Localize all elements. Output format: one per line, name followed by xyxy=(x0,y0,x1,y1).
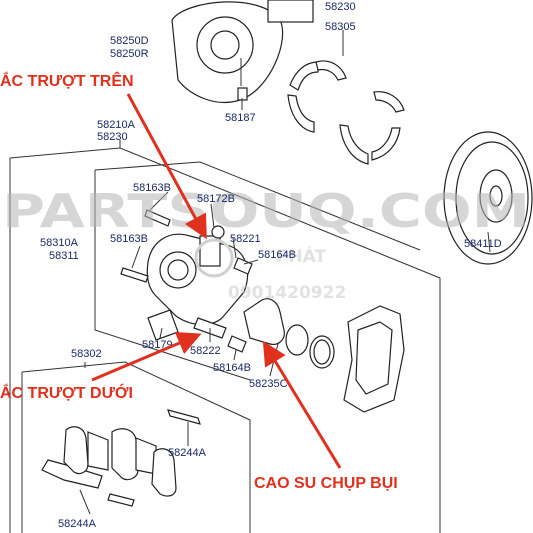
part-number-58250r: 58250R xyxy=(110,48,149,60)
brake-pads xyxy=(41,409,201,507)
part-number-58230: 58230 xyxy=(97,131,128,143)
part-number-58187: 58187 xyxy=(225,112,256,124)
part-number-58163b-top: 58163B xyxy=(133,182,171,194)
part-number-58244a-right: 58244A xyxy=(168,447,207,459)
part-number-58244a-left: 58244A xyxy=(58,518,97,530)
part-number-labels: 58230 58250D 58250R 58305 58187 58210A 5… xyxy=(40,1,502,530)
arrow-dust-boot xyxy=(262,340,342,469)
caliper-assembly-outline xyxy=(9,147,441,533)
part-number-58164b-top: 58164B xyxy=(258,249,296,261)
caliper-body xyxy=(146,225,249,326)
part-number-58302: 58302 xyxy=(71,348,102,360)
annotation-dust-boot: CAO SU CHỤP BỤI xyxy=(254,475,398,492)
part-number-58235c: 58235C xyxy=(249,378,288,390)
annotation-upper-guide-pin: ẮC TRƯỢT TRÊN xyxy=(0,71,134,90)
caliper-bracket xyxy=(343,305,405,413)
watermark-shop-phone: 0901420922 xyxy=(228,283,346,303)
part-number-58172b: 58172B xyxy=(197,193,235,205)
part-number-58230-top: 58230 xyxy=(325,1,356,13)
part-number-58310a: 58310A xyxy=(40,237,79,249)
part-number-58221: 58221 xyxy=(230,233,261,245)
watermark: PARTSOUQ.COM PHÁT 0901420922 xyxy=(2,184,530,303)
parking-brake-shoes xyxy=(287,60,405,165)
part-number-58164b-bot: 58164B xyxy=(213,362,251,374)
arrow-lower-guide-pin xyxy=(91,331,202,382)
watermark-brand: PARTSOUQ.COM xyxy=(2,184,530,238)
arrow-upper-guide-pin xyxy=(126,93,207,240)
part-number-58250d: 58250D xyxy=(110,35,149,47)
annotation-lower-guide-pin: ẮC TRƯỢT DƯỚI xyxy=(0,383,133,402)
part-number-58411d: 58411D xyxy=(464,238,502,250)
part-number-58163b-mid: 58163B xyxy=(110,233,148,245)
brake-rotor xyxy=(443,131,533,265)
caliper-hardware xyxy=(120,209,335,369)
annotations: ẮC TRƯỢT TRÊN ẮC TRƯỢT DƯỚI CAO SU CHỤP … xyxy=(0,71,398,492)
part-number-58210a: 58210A xyxy=(97,119,136,131)
part-number-58311: 58311 xyxy=(49,250,79,262)
watermark-shop-name: PHÁT xyxy=(276,245,327,267)
watermark-logo xyxy=(194,238,234,278)
part-number-58305: 58305 xyxy=(325,21,356,33)
part-number-58222: 58222 xyxy=(190,345,221,357)
backing-plate xyxy=(171,0,314,104)
